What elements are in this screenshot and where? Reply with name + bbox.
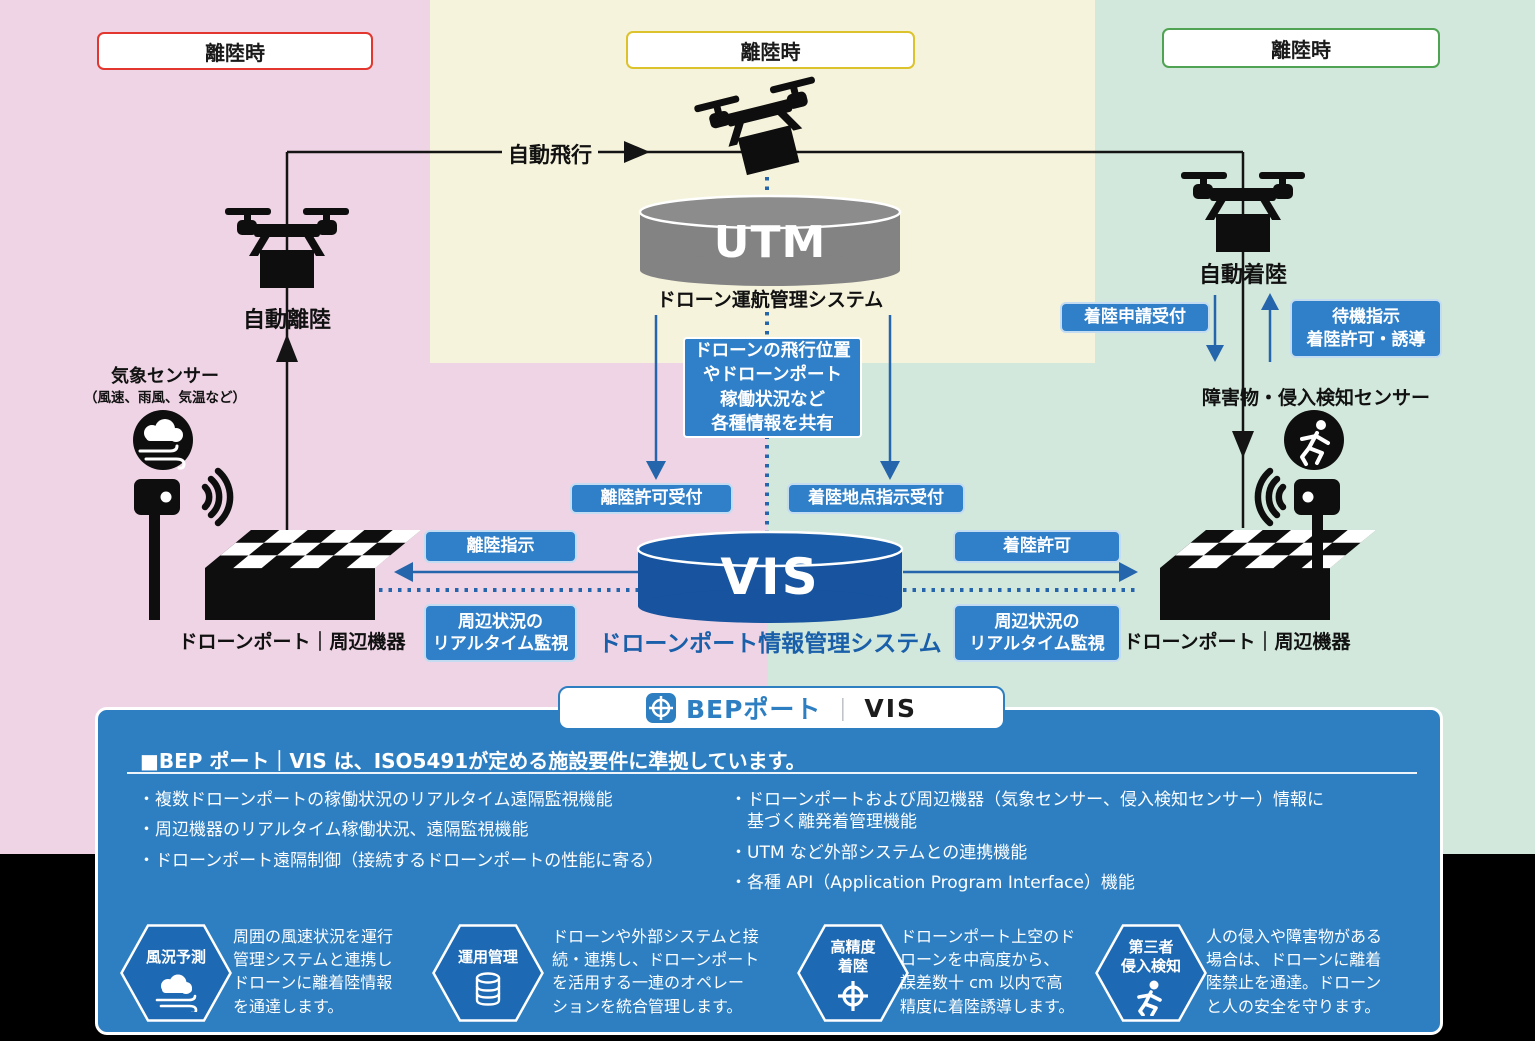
bullet-item: ・ドローンポートおよび周辺機器（気象センサー、侵入検知センサー）情報に 基づく離… <box>730 790 1324 833</box>
feature-title: 第三者 侵入検知 <box>1120 938 1181 975</box>
bullet-item: ・ドローンポート遠隔制御（接続するドローンポートの性能に寄る） <box>138 850 664 871</box>
takeoff-up-arrowhead <box>276 334 298 362</box>
standby-guidance-pill: 待機指示 着陸許可・誘導 <box>1290 299 1442 358</box>
landing-permit-pill: 着陸許可 <box>953 530 1121 563</box>
panel-heading: ■BEP ポート｜VIS は、ISO5491が定める施設要件に準拠しています。 <box>140 749 806 773</box>
runner-icon <box>1137 980 1162 1016</box>
feature-wind-forecast: 風況予測 <box>120 924 232 1022</box>
panel-bullets-left: ・複数ドローンポートの稼働状況のリアルタイム遠隔監視機能 ・周辺機器のリアルタイ… <box>138 789 723 880</box>
weather-sensor-note: （風速、雨風、気温など） <box>84 390 246 406</box>
badge-divider: ｜ <box>831 698 855 724</box>
panel-divider-line <box>127 772 1417 774</box>
bep-vis-panel <box>95 707 1443 1035</box>
section-label-text: 離陸時 <box>205 40 265 65</box>
section-label-takeoff-center: 離陸時 <box>626 31 915 69</box>
wind-cloud-icon <box>155 974 198 1012</box>
feature-desc-wind: 周囲の風速状況を運行 管理システムと連携し ドローンに離着陸情報 を通達します。 <box>233 927 394 1016</box>
intrusion-detection-icon <box>1284 410 1344 470</box>
utm-subtitle: ドローン運航管理システム <box>656 289 884 311</box>
landing-request-accept-pill: 着陸申請受付 <box>1060 302 1210 333</box>
weather-sensor-label: 気象センサー <box>111 366 219 387</box>
utm-title: UTM <box>713 217 827 268</box>
takeoff-permit-accept-pill: 離陸許可受付 <box>570 483 733 514</box>
hexagon-shape <box>120 924 232 1022</box>
panel-bullets-right: ・ドローンポートおよび周辺機器（気象センサー、侵入検知センサー）情報に 基づく離… <box>730 789 1430 903</box>
auto-landing-label: 自動着陸 <box>1198 263 1288 288</box>
monitor-left-pill: 周辺状況の リアルタイム監視 <box>424 604 577 662</box>
target-icon <box>838 981 868 1011</box>
feature-operation-mgmt: 運用管理 <box>432 924 544 1022</box>
bullet-item: ・各種 API（Application Program Interface）機能 <box>730 873 1135 894</box>
vis-cylinder <box>636 530 904 623</box>
auto-takeoff-label: 自動離陸 <box>242 308 332 333</box>
data-link-dotted-lines <box>379 177 1138 592</box>
bullet-item: ・UTM など外部システムとの連携機能 <box>730 842 1028 863</box>
bullet-item: ・周辺機器のリアルタイム稼働状況、遠隔監視機能 <box>138 820 529 841</box>
section-label-takeoff-right: 離陸時 <box>1162 28 1440 68</box>
left-sensor-post-icon <box>134 467 234 620</box>
bullet-item: ・複数ドローンポートの稼働状況のリアルタイム遠隔監視機能 <box>138 790 613 810</box>
landing-request-arrows <box>1213 295 1272 362</box>
drone-icon-flight <box>693 76 834 184</box>
right-sensor-post-icon <box>1254 467 1340 620</box>
intrusion-sensor-label: 障害物・侵入検知センサー <box>1201 387 1431 409</box>
weather-sensor-icon <box>133 410 193 470</box>
feature-precision-landing: 高精度 着陸 <box>797 924 909 1022</box>
database-icon <box>475 972 501 1006</box>
monitor-right-pill: 周辺状況の リアルタイム監視 <box>953 604 1121 662</box>
auto-flight-arrowhead <box>624 141 650 163</box>
feature-title: 風況予測 <box>145 948 206 966</box>
bep-logo-icon <box>645 693 676 723</box>
bep-vis-badge: BEPポート ｜ VIS <box>558 686 1005 730</box>
landing-down-arrowhead <box>1232 431 1254 458</box>
feature-title: 運用管理 <box>457 948 518 966</box>
drone-port-left-icon <box>204 530 422 620</box>
vis-subtitle: ドローンポート情報管理システム <box>598 631 942 657</box>
vis-title: VIS <box>720 548 820 606</box>
feature-desc-intrusion: 人の侵入や障害物がある 場合は、ドローンに離着 陸禁止を通達。ドローン と人の安… <box>1206 927 1383 1016</box>
drone-port-right-icon <box>1159 530 1377 620</box>
auto-flight-label: 自動飛行 <box>502 139 598 169</box>
utm-cylinder <box>638 194 902 286</box>
section-label-text: 離陸時 <box>740 39 801 64</box>
feature-intrusion-detect: 第三者 侵入検知 <box>1095 924 1207 1022</box>
badge-product-text: VIS <box>864 693 918 723</box>
section-label-text: 離陸時 <box>1271 37 1331 62</box>
utm-arrows <box>654 315 892 468</box>
drone-port-left-label: ドローンポート｜周辺機器 <box>178 631 406 653</box>
share-info-box: ドローンの飛行位置 やドローンポート 稼働状況など 各種情報を共有 <box>683 337 862 438</box>
drone-port-right-label: ドローンポート｜周辺機器 <box>1123 631 1351 653</box>
hexagon-shape <box>797 924 909 1022</box>
takeoff-command-pill: 離陸指示 <box>424 530 577 563</box>
hexagon-shape <box>1095 924 1207 1022</box>
section-label-takeoff-left: 離陸時 <box>97 32 373 70</box>
feature-title: 高精度 着陸 <box>830 938 876 975</box>
landing-point-accept-pill: 着陸地点指示受付 <box>787 483 965 514</box>
feature-desc-operation: ドローンや外部システムと接 続・連携し、ドローンポート を活用する一連のオペレー… <box>552 927 760 1016</box>
badge-brand-text: BEPポート <box>685 695 822 724</box>
feature-desc-precision: ドローンポート上空のド ローンを中高度から、 誤差数十 cm 以内で高 精度に着… <box>900 927 1076 1016</box>
